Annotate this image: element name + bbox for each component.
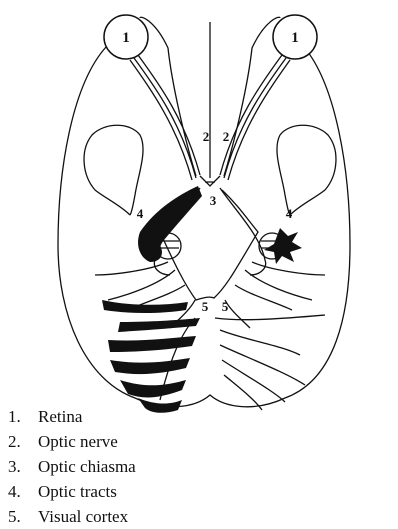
label-nerve-right: 2 (223, 129, 230, 144)
legend-label: Optic nerve (38, 432, 118, 451)
right-temporal-lobe (277, 125, 336, 215)
legend-item: 5.Visual cortex (8, 504, 136, 529)
left-tract-lesion (138, 186, 202, 262)
label-cortex-right: 5 (222, 299, 229, 314)
legend-number: 5. (8, 504, 38, 529)
label-retina-right: 1 (291, 30, 299, 46)
label-chiasma: 3 (210, 193, 217, 208)
legend-number: 1. (8, 404, 38, 429)
legend-item: 2.Optic nerve (8, 429, 136, 454)
label-tract-right: 4 (286, 206, 293, 221)
legend-label: Optic tracts (38, 482, 117, 501)
left-optic-nerve (130, 55, 200, 180)
label-retina-left: 1 (122, 30, 130, 46)
legend-item: 1.Retina (8, 404, 136, 429)
legend-label: Visual cortex (38, 507, 128, 526)
right-tract-outline (220, 188, 266, 275)
legend-number: 3. (8, 454, 38, 479)
brain-outline (58, 47, 350, 407)
legend: 1.Retina 2.Optic nerve 3.Optic chiasma 4… (8, 404, 136, 529)
legend-item: 4.Optic tracts (8, 479, 136, 504)
label-tract-left: 4 (137, 206, 144, 221)
visual-pathway-diagram: 1 1 2 2 3 4 4 5 5 (0, 0, 398, 430)
legend-label: Optic chiasma (38, 457, 136, 476)
left-temporal-lobe (84, 125, 143, 215)
legend-label: Retina (38, 407, 82, 426)
legend-number: 4. (8, 479, 38, 504)
label-cortex-left: 5 (202, 299, 209, 314)
legend-item: 3.Optic chiasma (8, 454, 136, 479)
right-cortex-stripes (215, 315, 325, 410)
legend-number: 2. (8, 429, 38, 454)
right-optic-radiation (225, 262, 325, 328)
label-nerve-left: 2 (203, 129, 210, 144)
right-optic-nerve (220, 55, 290, 180)
left-cortex-stripes (102, 300, 200, 413)
